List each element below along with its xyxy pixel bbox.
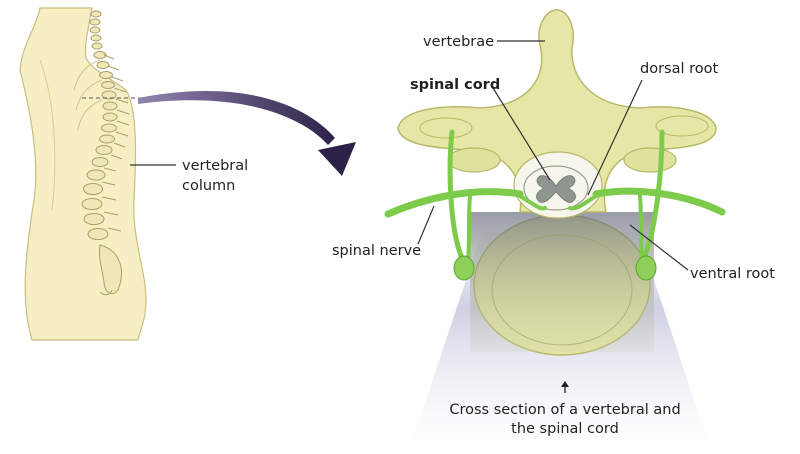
vertebrae-label: vertebrae <box>423 34 494 50</box>
caption-line1: Cross section of a vertebral and <box>449 402 680 418</box>
ventral-root-label: ventral root <box>690 266 775 282</box>
arm-outline <box>39 59 56 211</box>
spinal-cord-label: spinal cord <box>410 77 500 93</box>
up-arrow-icon <box>561 381 569 393</box>
curved-arrow <box>138 91 356 176</box>
grey-matter <box>536 175 576 203</box>
dorsal-root-leader <box>587 79 643 196</box>
left-ganglion <box>453 255 475 281</box>
body-silhouette <box>19 7 147 341</box>
right-ganglion <box>635 255 657 281</box>
vertebral-column-drawing <box>73 10 130 296</box>
spinal-nerve-label: spinal nerve <box>332 243 421 259</box>
dorsal-root-label: dorsal root <box>640 61 719 77</box>
vertebral-column-label-line2: column <box>182 178 235 194</box>
spinal-nerve-leader <box>417 205 435 245</box>
spinal-nerves <box>384 129 726 262</box>
vertebral-column-label-line1: vertebral <box>182 158 248 174</box>
caption-line2: the spinal cord <box>511 421 619 437</box>
vertebral-body-shade <box>470 212 654 352</box>
vertebra-cross-section <box>384 9 726 454</box>
human-body-figure <box>19 7 147 341</box>
ventral-root-leader <box>629 224 689 271</box>
spinal-cord-leader <box>492 87 551 181</box>
